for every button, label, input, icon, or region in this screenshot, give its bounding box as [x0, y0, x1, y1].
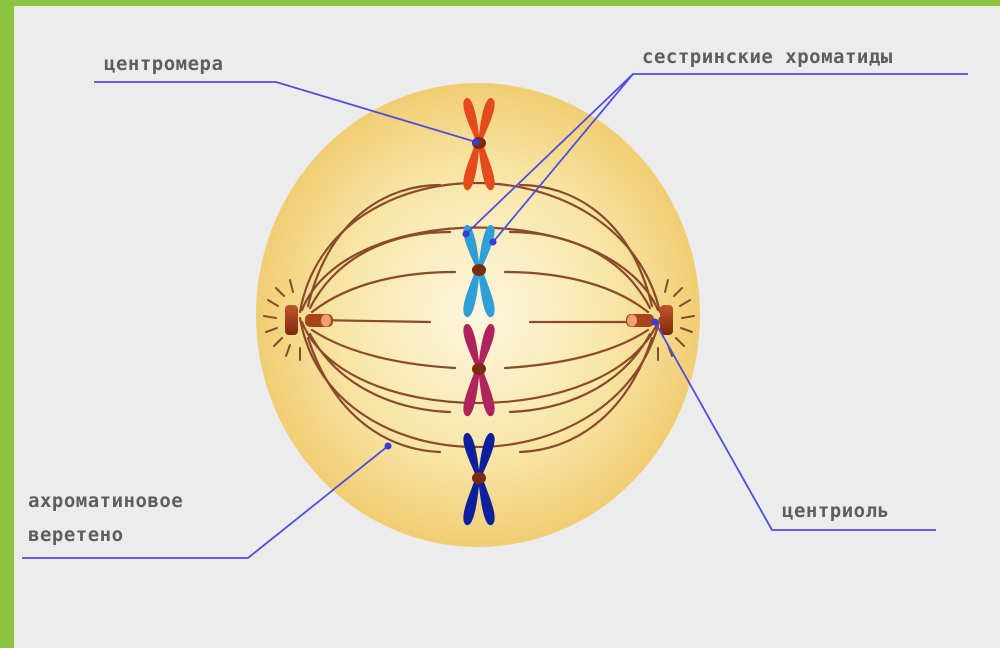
centromere-dot: [472, 264, 486, 276]
centromere-dot: [472, 363, 486, 375]
label-spindle-line1: ахроматиновое: [28, 490, 183, 512]
label-centriole: центриоль: [782, 500, 889, 522]
centromere-dot: [472, 472, 486, 484]
label-centromere: центромера: [104, 53, 223, 75]
label-spindle-line2: веретено: [28, 524, 124, 546]
centriole-pointer: [655, 322, 936, 530]
label-sister-chromatids: сестринские хроматиды: [642, 46, 893, 68]
